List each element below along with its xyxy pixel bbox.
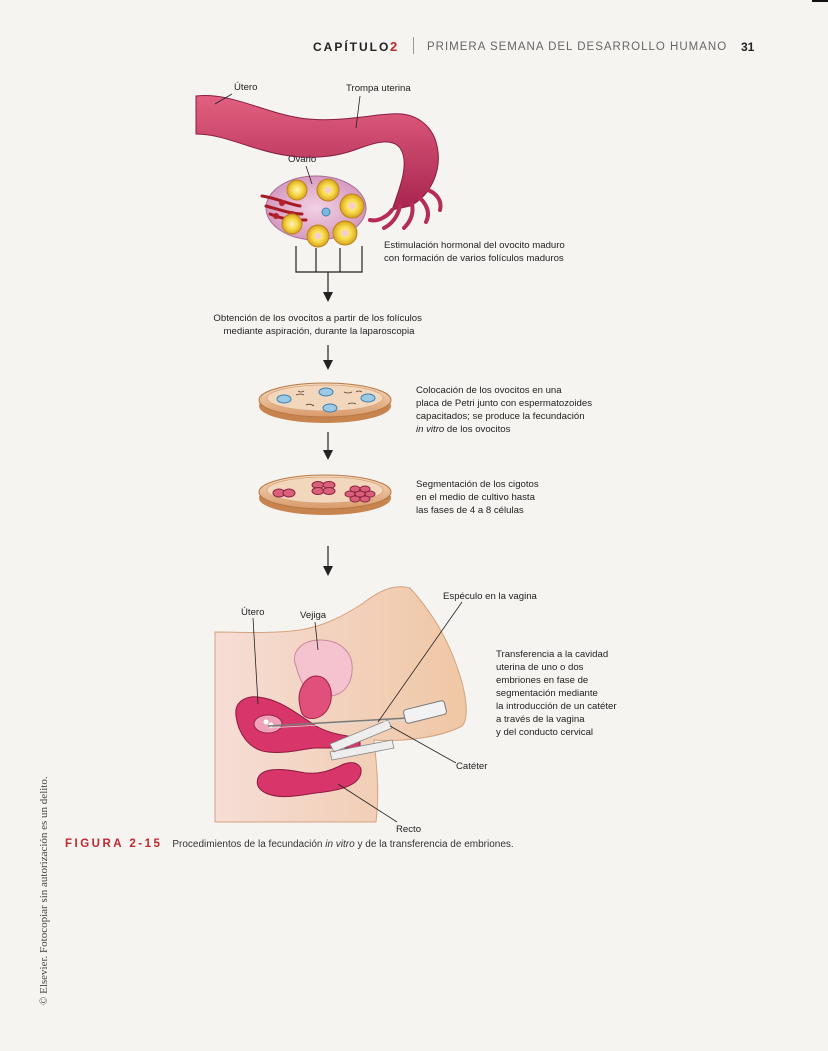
step5-line-2: uterina de uno o dos	[496, 662, 584, 673]
ovulating-oocyte	[321, 207, 331, 217]
chapter-label: CAPÍTULO	[313, 40, 391, 54]
label-ovario: Ovario	[288, 154, 316, 165]
step3-line-2: placa de Petri junto con espermatozoides	[416, 398, 592, 409]
pelvic-organ-shape	[298, 675, 332, 719]
chapter-title: PRIMERA SEMANA DEL DESARROLLO HUMANO	[427, 41, 728, 53]
pelvis-body-shape	[214, 586, 467, 823]
step5-line-5: la introducción de un catéter	[496, 701, 617, 712]
leader-line-cateter	[389, 725, 457, 764]
step3-description: Colocación de los ovocitos en una placa …	[416, 385, 595, 435]
embryo-2-cell	[282, 488, 296, 498]
label-utero-bottom: Útero	[241, 607, 264, 618]
flow-arrow	[323, 345, 333, 370]
caption-text-before: Procedimientos de la fecundación	[172, 839, 326, 850]
copyright-notice: © Elsevier. Fotocopiar sin autorización …	[38, 776, 50, 1005]
embryo-8-cell	[349, 495, 361, 503]
blood-dot	[279, 200, 285, 206]
oocyte	[360, 393, 376, 403]
step1-uterine-tube-illustration	[195, 93, 443, 273]
follicle	[281, 213, 303, 235]
step5-line-1: Transferencia a la cavidad	[496, 649, 608, 660]
step3-line-3: capacitados; se produce la fecundación	[416, 411, 585, 422]
step4-description: Segmentación de los cigotos en el medio …	[416, 479, 541, 516]
chapter-number: 2	[390, 39, 398, 54]
label-recto: Recto	[396, 824, 421, 835]
page-number: 31	[741, 40, 755, 54]
embryo-8-cell	[359, 485, 371, 493]
sperm-cells	[295, 390, 363, 407]
catheter-tube-highlight	[267, 719, 409, 729]
step4-line-2: en el medio de cultivo hasta	[416, 492, 536, 503]
petri-dish-fertilization	[258, 382, 392, 423]
leader-line-ovario	[305, 165, 313, 185]
embryo-transfer-illustration	[214, 586, 467, 823]
embryo-4-cell	[322, 487, 336, 495]
leader-line-utero	[252, 617, 259, 705]
header-divider	[413, 37, 414, 54]
uterus-horn-shape	[195, 94, 439, 211]
step3-line-1: Colocación de los ovocitos en una	[416, 385, 562, 396]
oocyte	[349, 203, 355, 209]
catheter-tube	[267, 717, 409, 727]
label-especulo-en-la-vagina: Espéculo en la vagina	[443, 591, 538, 602]
page-edge-mark	[812, 0, 828, 2]
oocyte	[342, 230, 348, 236]
leader-line-trompa	[355, 95, 361, 129]
blood-dot	[273, 213, 279, 219]
speculum-shape	[329, 719, 395, 761]
step1-line-1: Estimulación hormonal del ovocito maduro	[384, 240, 565, 251]
catheter-syringe	[403, 700, 447, 724]
step5-line-3: embriones en fase de	[496, 675, 588, 686]
leader-line-utero	[214, 93, 233, 105]
oocyte	[276, 394, 292, 404]
figure-label: FIGURA 2-15	[65, 838, 163, 850]
uterine-cavity	[253, 714, 283, 734]
label-vejiga: Vejiga	[300, 610, 327, 621]
embryo-8-cell	[359, 495, 371, 503]
oocyte	[315, 233, 321, 239]
step4-line-1: Segmentación de los cigotos	[416, 479, 539, 490]
step3-line-4-rest: de los ovocitos	[444, 424, 510, 435]
oocytes-in-dish	[276, 387, 376, 413]
oocyte	[325, 187, 331, 193]
flow-arrow	[323, 432, 333, 460]
page-header: CAPÍTULO 2 PRIMERA SEMANA DEL DESARROLLO…	[0, 37, 828, 60]
flow-arrow	[323, 546, 333, 576]
label-cateter: Catéter	[456, 761, 488, 772]
oocyte	[322, 403, 338, 413]
step1-description: Estimulación hormonal del ovocito maduro…	[384, 240, 567, 264]
caption-text-italic: in vitro	[325, 839, 355, 850]
fimbriae-shape	[368, 188, 443, 230]
petri-dish-segmentation	[258, 474, 392, 515]
leader-line-recto	[337, 783, 398, 823]
step5-line-7: y del conducto cervical	[496, 727, 593, 738]
leader-line-vejiga	[314, 621, 319, 651]
step2-description: Obtención de los ovocitos a partir de lo…	[213, 313, 424, 337]
step5-description: Transferencia a la cavidad uterina de un…	[496, 649, 619, 738]
step1-line-2: con formación de varios folículos maduro…	[384, 253, 564, 264]
step4-line-3: las fases de 4 a 8 células	[416, 505, 524, 516]
embryo-8-cell	[364, 490, 376, 498]
step5-line-6: a través de la vagina	[496, 714, 585, 725]
step3-line-4-italic: in vitro	[416, 424, 445, 435]
aspiration-bracket	[295, 246, 363, 273]
cleaving-embryos	[272, 481, 376, 503]
embryo-4-cell	[311, 487, 325, 495]
label-trompa-uterina: Trompa uterina	[346, 83, 411, 94]
mature-follicles	[281, 178, 365, 248]
embryo-8-cell	[349, 485, 361, 493]
flow-arrow	[323, 272, 333, 302]
figure-caption: FIGURA 2-15 Procedimientos de la fecundac…	[65, 838, 514, 850]
follicle	[286, 179, 308, 201]
rectum-shape	[256, 762, 362, 798]
label-utero-top: Útero	[234, 82, 257, 93]
leader-line-especulo	[377, 601, 463, 723]
step2-line-2: mediante aspiración, durante la laparosc…	[224, 326, 416, 337]
step2-line-1: Obtención de los ovocitos a partir de lo…	[213, 313, 422, 324]
oocyte	[318, 387, 334, 397]
caption-text-after: y de la transferencia de embriones.	[354, 839, 514, 850]
transferred-embryo	[263, 719, 269, 725]
step5-line-4: segmentación mediante	[496, 688, 598, 699]
